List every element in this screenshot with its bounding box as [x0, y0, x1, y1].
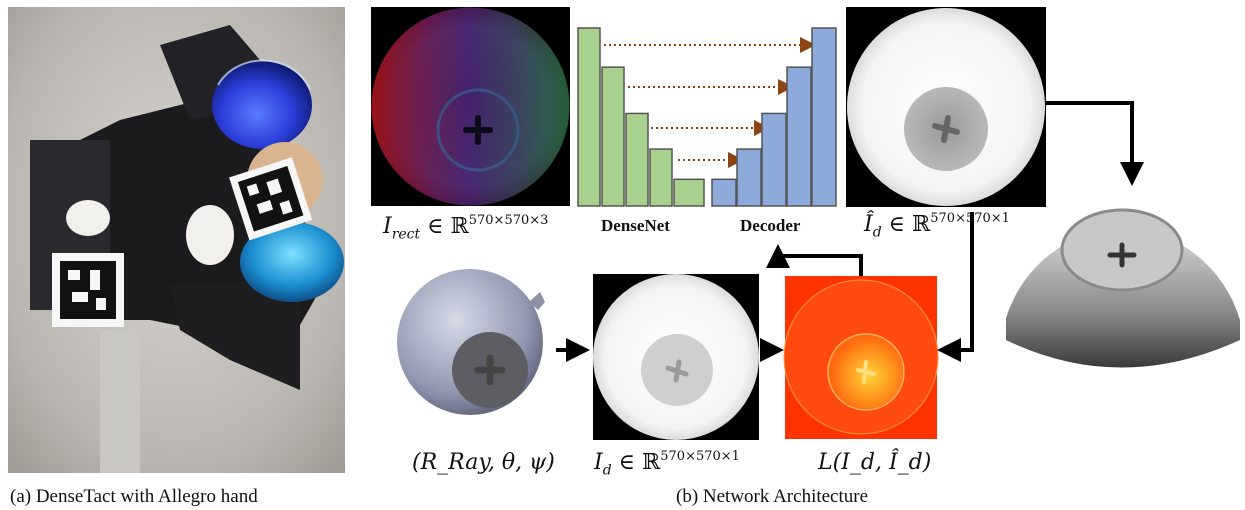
loss-label: L(I_d, Î_d) — [818, 450, 932, 475]
reconstructed-dome — [1006, 208, 1240, 368]
skip-connections — [604, 37, 816, 168]
panel-a-caption: (a) DenseTact with Allegro hand — [10, 486, 258, 507]
pred-math-label: Îd ∈ ℝ570×570×1 — [864, 211, 1010, 241]
input-rgb-image — [371, 7, 570, 206]
decoder-bar-1 — [711, 178, 737, 207]
encoder-bar-5 — [673, 178, 705, 207]
ground-truth-depth-image — [593, 274, 759, 440]
encoder-bars — [577, 27, 705, 207]
encoder-bar-4 — [649, 148, 673, 207]
loss-map-image — [783, 276, 939, 439]
decoder-bar-5 — [811, 27, 837, 207]
aruco-marker-right — [229, 157, 313, 241]
flow-arrows — [556, 101, 1144, 362]
ray-params-label: (R_Ray, θ, ψ) — [412, 450, 555, 475]
allegro-hand-photo — [8, 7, 345, 473]
decoder-bar-3 — [761, 112, 787, 207]
encoder-label: DenseNet — [601, 216, 670, 235]
encoder-bar-3 — [625, 112, 649, 207]
encoder-bar-2 — [601, 66, 625, 207]
panel-b-caption: (b) Network Architecture — [676, 486, 869, 507]
decoder-label: Decoder — [740, 216, 801, 235]
input-math-label: Irect ∈ ℝ570×570×3 — [383, 213, 549, 243]
aruco-marker-left — [52, 253, 124, 327]
gt-math-label: Id ∈ ℝ570×570×1 — [594, 449, 740, 479]
encoder-bar-1 — [577, 27, 601, 207]
decoder-bar-2 — [736, 148, 762, 207]
predicted-depth-image — [846, 7, 1046, 207]
ray-geometry-render — [397, 269, 545, 415]
decoder-bar-4 — [786, 66, 812, 207]
decoder-bars — [711, 27, 837, 207]
